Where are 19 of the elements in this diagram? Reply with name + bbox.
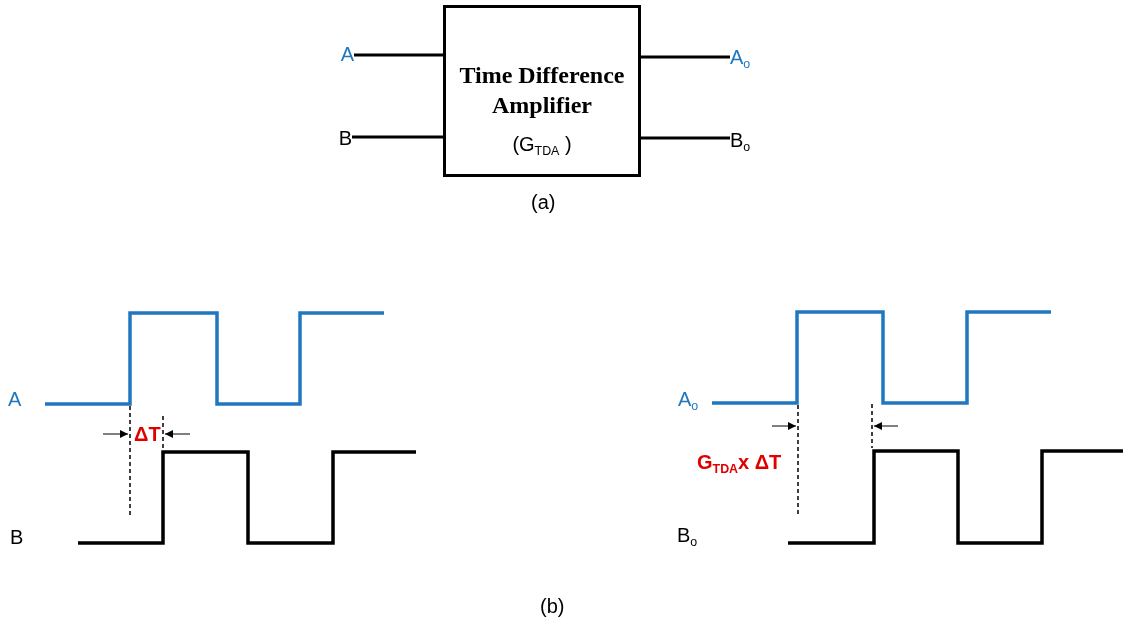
amplifier-block [443,5,641,177]
signal-wire [641,55,730,59]
panel-caption: (b) [540,594,565,619]
time-difference-label: ΔT [134,422,161,447]
signal-label: B$_{o}$ [730,126,760,154]
signal-label: A$_{o}$ [678,387,699,412]
signal-label: B [10,525,24,550]
signal-label: B$_{o}$ [677,523,698,548]
signal-wire [354,53,443,57]
signal-label: B [324,124,352,152]
signal-label: A [326,40,354,68]
panel-caption: (a) [531,190,556,215]
block-title: Time Difference Amplifier [458,61,626,120]
signal-label: A [8,387,22,412]
signal-wire [641,136,730,140]
signal-wire [352,135,443,139]
amplified-difference-label: G$_{TDA}$x ΔT [697,450,782,475]
gain-label: (G$_{TDA}$ ) [511,132,573,158]
signal-label: A$_{o}$ [730,43,760,71]
